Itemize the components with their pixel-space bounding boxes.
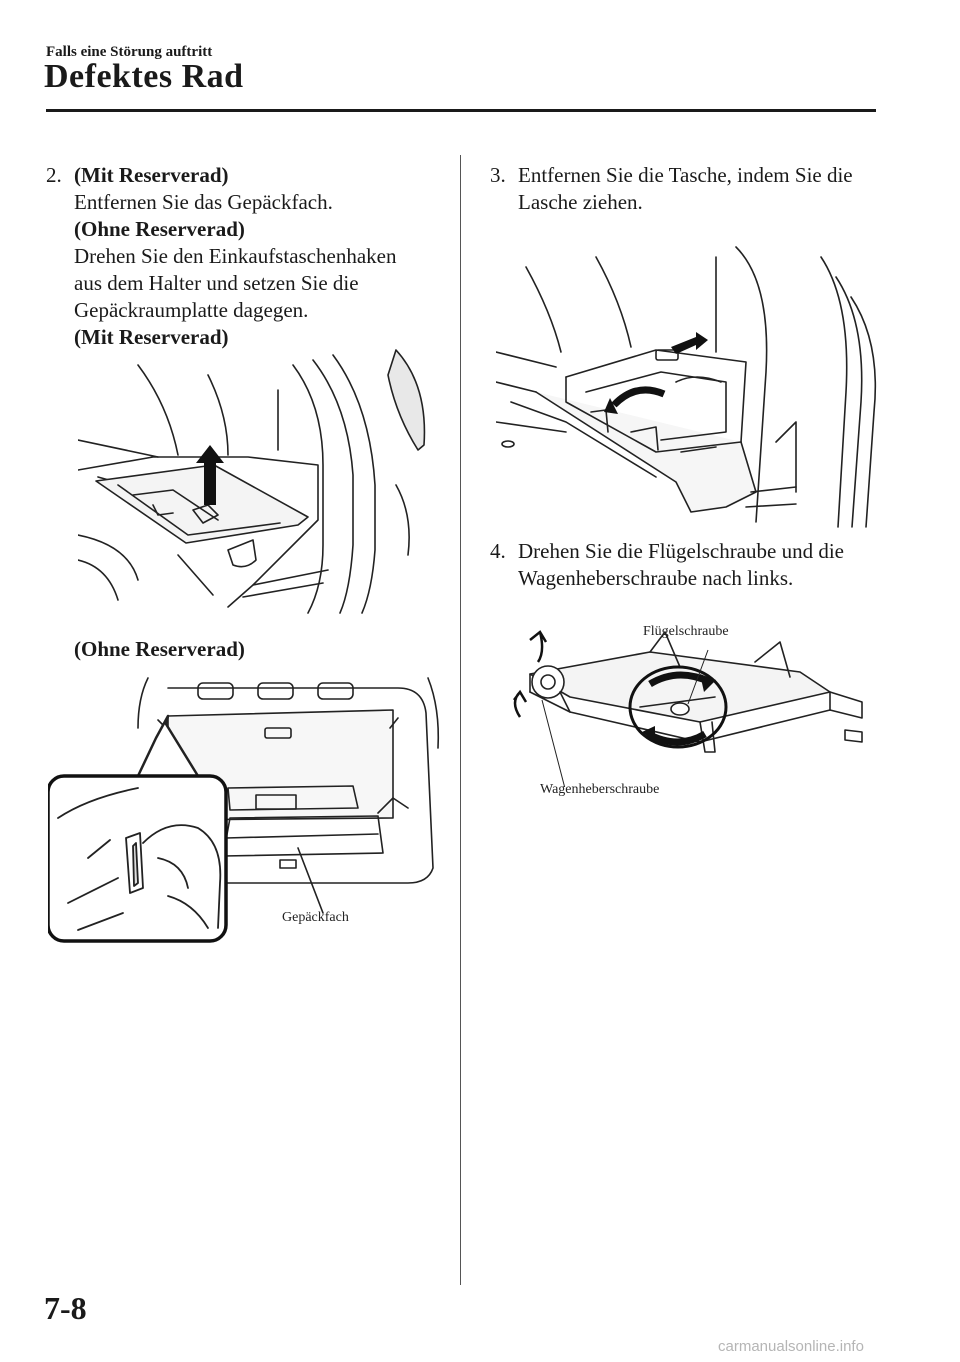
step-4-body: Drehen Sie die Flügelschraube und die Wa…	[518, 538, 844, 592]
fig2-heading: (Ohne Reserverad)	[74, 636, 245, 663]
luggage-compartment-illustration	[48, 677, 440, 943]
jack-illustration	[513, 630, 863, 787]
step-3-line-1: Entfernen Sie die Tasche, indem Sie die	[518, 163, 853, 187]
title-rule	[46, 109, 876, 112]
step-2-fig2-heading: (Ohne Reserverad)	[74, 637, 245, 661]
step-2-ohne-line-2: aus dem Halter und setzen Sie die	[74, 271, 359, 295]
section-label: Falls eine Störung auftritt	[46, 44, 213, 60]
step-4-line-1: Drehen Sie die Flügelschraube und die	[518, 539, 844, 563]
step-2-mit-text: Entfernen Sie das Gepäckfach.	[74, 190, 333, 214]
luggage-tray-illustration	[78, 349, 426, 614]
column-divider	[460, 155, 461, 1285]
caption-fluegelschraube: Flügelschraube	[643, 624, 729, 639]
step-4-number: 4.	[490, 539, 506, 563]
step-2-ohne-line-1: Drehen Sie den Einkaufstaschenhaken	[74, 244, 397, 268]
tray-removal-illustration	[496, 246, 877, 528]
caption-gepaeckfach: Gepäckfach	[282, 910, 349, 925]
step-2-body: (Mit Reserverad) Entfernen Sie das Gepäc…	[74, 162, 396, 351]
step-3-number: 3.	[490, 163, 506, 187]
page-number: 7-8	[44, 1290, 87, 1326]
step-2-ohne-line-3: Gepäckraumplatte dagegen.	[74, 298, 309, 322]
watermark: carmanualsonline.info	[718, 1338, 864, 1355]
caption-wagenheberschraube: Wagenheberschraube	[540, 782, 660, 797]
page-title: Defektes Rad	[44, 58, 244, 95]
step-2-mit-heading: (Mit Reserverad)	[74, 163, 229, 187]
step-2-fig1-heading: (Mit Reserverad)	[74, 325, 229, 349]
step-4-line-2: Wagenheberschraube nach links.	[518, 566, 794, 590]
step-3-body: Entfernen Sie die Tasche, indem Sie die …	[518, 162, 853, 216]
step-2-ohne-heading: (Ohne Reserverad)	[74, 217, 245, 241]
step-2-number: 2.	[46, 163, 62, 187]
step-3-line-2: Lasche ziehen.	[518, 190, 643, 214]
